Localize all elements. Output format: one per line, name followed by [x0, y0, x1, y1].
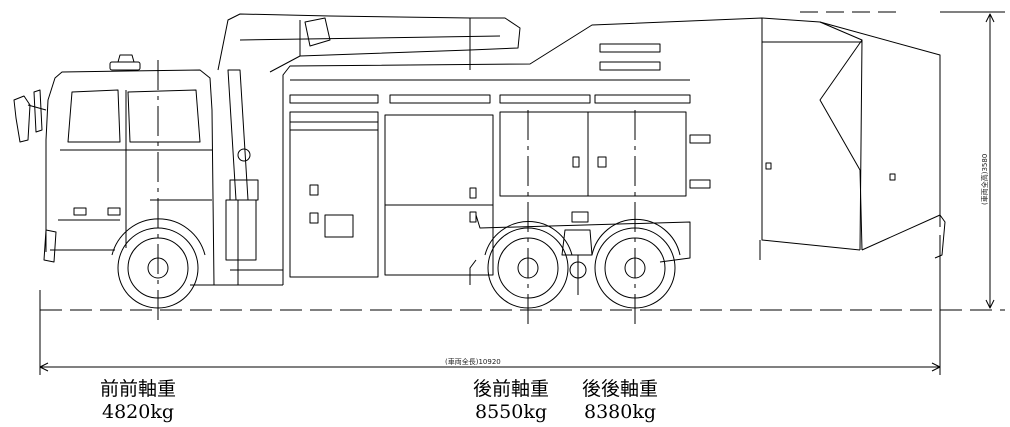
rear-front-axle-label: 後前軸重	[473, 378, 550, 400]
cab	[13, 54, 215, 286]
rear-front-axle-weight: 後前軸重 8550kg	[473, 378, 549, 424]
rear-front-axle-weight-value: 8550kg	[474, 401, 548, 423]
chassis	[214, 211, 761, 295]
rear-rear-axle-weight: 後後軸重 8380kg	[582, 378, 658, 424]
overall-height-label: (車両全高)3580	[980, 154, 989, 205]
body-front	[282, 17, 863, 285]
rear-rear-wheel	[591, 110, 681, 325]
rear-rear-axle-label: 後後軸重	[582, 378, 659, 400]
front-axle-label: 前前軸重	[100, 378, 177, 400]
front-wheel	[111, 60, 206, 325]
overall-length-label: (車両全長)10920	[445, 357, 501, 366]
front-axle-weight: 前前軸重 4820kg	[100, 378, 176, 424]
length-dimension: (車両全長)10920	[39, 240, 941, 375]
rear-front-wheel	[484, 110, 573, 325]
body-rear	[761, 18, 946, 259]
crane	[217, 13, 521, 285]
rear-rear-axle-weight-value: 8380kg	[583, 401, 657, 423]
height-dimension: (車両全高)3580	[800, 11, 1005, 309]
front-axle-weight-value: 4820kg	[101, 401, 175, 423]
